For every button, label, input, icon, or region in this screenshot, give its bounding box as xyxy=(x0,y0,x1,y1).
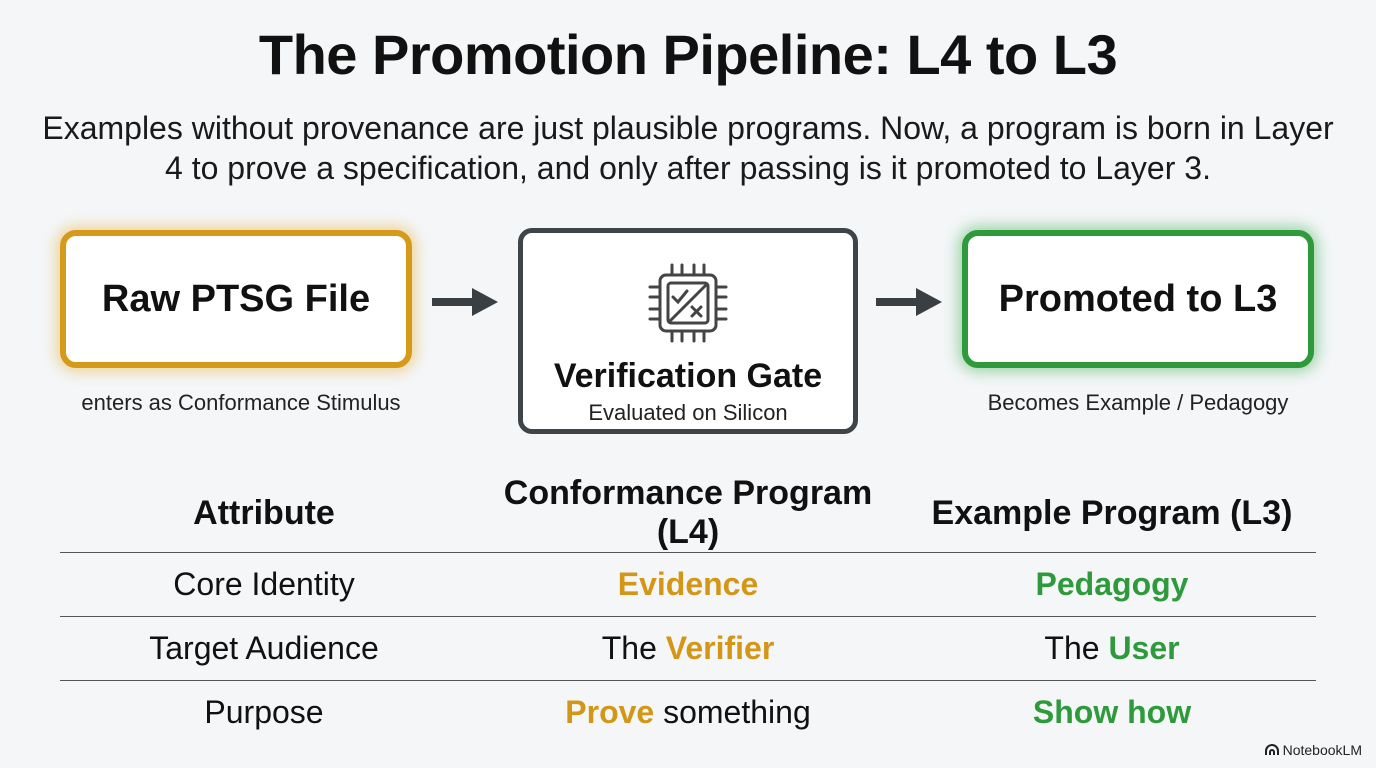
verification-gate-label: Verification Gate xyxy=(553,357,823,395)
table-row: Core Identity Evidence Pedagogy xyxy=(60,552,1316,617)
attribute-cell: Core Identity xyxy=(60,552,468,617)
promoted-to-l3-label: Promoted to L3 xyxy=(998,277,1278,320)
l3-cell: The User xyxy=(908,616,1316,681)
cell-text: The xyxy=(1044,630,1109,666)
table-row: Purpose Prove something Show how xyxy=(60,681,1316,745)
cell-text: something xyxy=(654,694,811,731)
arrow-right-icon xyxy=(876,288,942,316)
l3-cell: Pedagogy xyxy=(908,552,1316,617)
highlight-text: Pedagogy xyxy=(1035,566,1189,602)
verification-gate-sublabel: Evaluated on Silicon xyxy=(588,400,788,425)
chip-check-x-icon xyxy=(648,263,728,343)
column-header: Conformance Program (L4) xyxy=(468,474,908,553)
table-row: Target Audience The Verifier The User xyxy=(60,616,1316,681)
highlight-text: User xyxy=(1108,630,1180,666)
l4-cell: Evidence xyxy=(468,552,908,617)
column-header: Attribute xyxy=(60,474,468,553)
l3-cell: Show how xyxy=(908,681,1316,745)
arrow-right-icon xyxy=(432,288,498,316)
attribute-cell: Target Audience xyxy=(60,616,468,681)
comparison-table: Attribute Conformance Program (L4) Examp… xyxy=(60,474,1316,745)
l4-cell: The Verifier xyxy=(468,616,908,681)
brand-label: NotebookLM xyxy=(1282,742,1362,758)
table-header-row: Attribute Conformance Program (L4) Examp… xyxy=(60,474,1316,553)
raw-ptsg-file-box: Raw PTSG File xyxy=(60,230,412,368)
l4-cell: Prove something xyxy=(468,681,908,745)
highlight-text: Show how xyxy=(1032,694,1192,731)
subtitle: Examples without provenance are just pla… xyxy=(42,110,1334,186)
promoted-to-l3-box: Promoted to L3 xyxy=(962,230,1314,368)
highlight-text: Prove xyxy=(565,694,655,731)
highlight-text: Verifier xyxy=(665,630,775,666)
promoted-caption: Becomes Example / Pedagogy xyxy=(987,390,1289,415)
attribute-cell: Purpose xyxy=(204,694,324,731)
highlight-text: Evidence xyxy=(617,566,759,602)
notebooklm-brand: NotebookLM xyxy=(1264,742,1362,758)
cell-text: The xyxy=(601,630,666,666)
raw-file-caption: enters as Conformance Stimulus xyxy=(81,390,401,415)
column-header: Example Program (L3) xyxy=(908,474,1316,553)
notebooklm-logo-icon xyxy=(1264,744,1279,755)
page-title: The Promotion Pipeline: L4 to L3 xyxy=(258,23,1118,86)
raw-ptsg-file-label: Raw PTSG File xyxy=(101,277,371,320)
verification-gate-box: Verification Gate Evaluated on Silicon xyxy=(518,228,858,434)
